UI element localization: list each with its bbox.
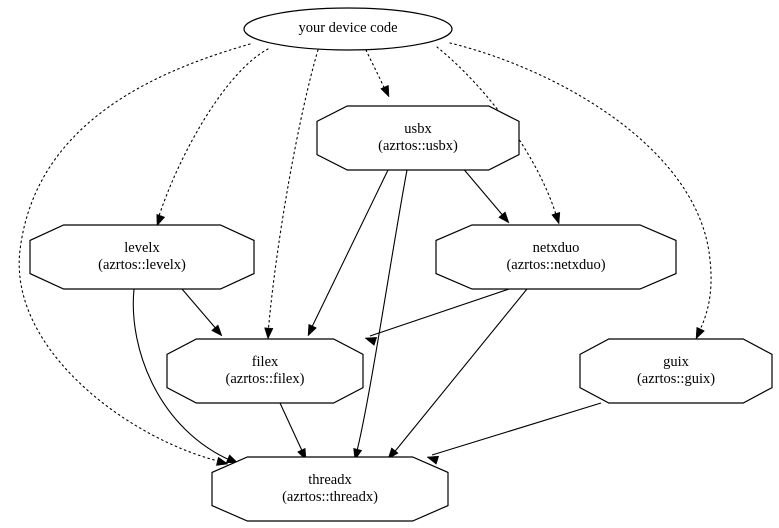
node-threadx[interactable]: threadx(azrtos::threadx) (211, 456, 449, 522)
node-label-primary: usbx (404, 121, 432, 137)
node-label-secondary: (azrtos::levelx) (98, 257, 186, 273)
node-shape-octagon (316, 105, 520, 171)
edge-usbx-to-threadx (353, 169, 408, 461)
edge-device-to-guix (449, 42, 712, 340)
node-shape-octagon (579, 338, 773, 404)
node-label-primary: filex (252, 354, 279, 370)
edge-device-to-netxduo (436, 46, 561, 225)
node-shape-octagon (211, 456, 449, 522)
node-label-guix: guix(azrtos::guix) (637, 354, 715, 387)
edges-layer (18, 42, 712, 466)
edge-filex-to-threadx (279, 402, 307, 461)
node-label-secondary: (azrtos::filex) (226, 371, 305, 387)
node-shape-octagon (166, 338, 364, 404)
node-label-primary: guix (663, 354, 690, 370)
arrowhead-icon (387, 447, 399, 460)
node-shape-octagon (435, 224, 677, 290)
arrowhead-icon (498, 211, 510, 224)
arrowhead-icon (551, 211, 561, 225)
node-shape-octagon (29, 224, 255, 290)
arrowhead-icon (695, 326, 705, 340)
nodes-layer: your device codeusbx(azrtos::usbx)levelx… (29, 7, 773, 522)
arrowhead-icon (225, 454, 239, 464)
node-label-primary: netxduo (533, 240, 580, 256)
node-label-secondary: (azrtos::netxduo) (506, 257, 605, 273)
node-label-primary: threadx (308, 472, 352, 488)
node-label-primary: your device code (298, 20, 397, 36)
edge-netxduo-to-threadx (387, 288, 528, 460)
arrowhead-icon (380, 84, 390, 98)
edge-device-to-usbx (365, 49, 390, 98)
node-label-secondary: (azrtos::threadx) (282, 489, 378, 505)
edge-usbx-to-filex (307, 169, 389, 337)
edge-guix-to-threadx (426, 402, 602, 465)
node-device[interactable]: your device code (243, 7, 453, 51)
node-label-levelx: levelx(azrtos::levelx) (98, 240, 186, 273)
node-label-usbx: usbx(azrtos::usbx) (378, 121, 458, 154)
edge-device-to-threadx (18, 43, 251, 466)
arrowhead-icon (364, 337, 378, 346)
node-label-netxduo: netxduo(azrtos::netxduo) (506, 240, 605, 273)
node-netxduo[interactable]: netxduo(azrtos::netxduo) (435, 224, 677, 290)
arrowhead-icon (307, 323, 317, 337)
arrowhead-icon (216, 456, 229, 466)
node-levelx[interactable]: levelx(azrtos::levelx) (29, 224, 255, 290)
edge-levelx-to-filex (181, 288, 223, 337)
node-guix[interactable]: guix(azrtos::guix) (579, 338, 773, 404)
edge-netxduo-to-filex (364, 288, 510, 346)
edge-device-to-filex (264, 49, 319, 340)
arrowhead-icon (156, 213, 166, 227)
node-usbx[interactable]: usbx(azrtos::usbx) (316, 105, 520, 171)
node-label-secondary: (azrtos::usbx) (378, 138, 458, 154)
arrowhead-icon (426, 455, 440, 465)
node-label-filex: filex(azrtos::filex) (226, 354, 305, 387)
edge-levelx-to-threadx (132, 288, 239, 464)
node-label-device: your device code (298, 20, 397, 36)
node-shape-ellipse (243, 7, 453, 51)
node-label-primary: levelx (124, 240, 160, 256)
node-filex[interactable]: filex(azrtos::filex) (166, 338, 364, 404)
edge-device-to-levelx (156, 48, 269, 227)
edge-usbx-to-netxduo (460, 165, 510, 224)
node-label-secondary: (azrtos::guix) (637, 371, 715, 387)
arrowhead-icon (211, 324, 223, 337)
arrowhead-icon (264, 327, 274, 340)
node-label-threadx: threadx(azrtos::threadx) (282, 472, 378, 505)
